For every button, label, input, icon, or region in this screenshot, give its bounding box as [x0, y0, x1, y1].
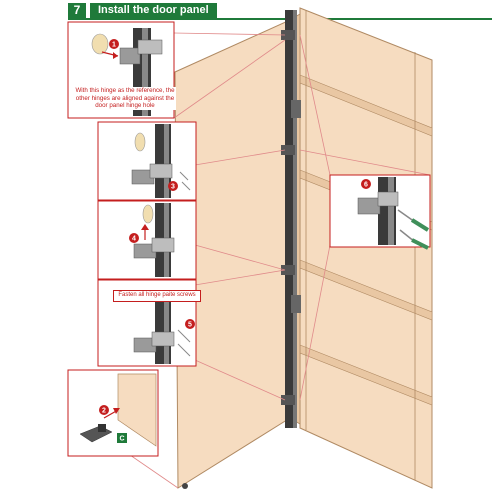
reference-hinge-note: With this hinge as the reference, the ot…: [74, 87, 176, 110]
hinge-rail: [281, 10, 301, 428]
callout-6: 6: [364, 182, 368, 189]
part-c-tag: [117, 433, 127, 443]
callout-5: 5: [188, 322, 192, 329]
detail-box-4: [97, 200, 197, 280]
cabinet-body: [299, 7, 433, 489]
callout-6-marker: [361, 179, 371, 189]
callout-5-marker: [185, 319, 195, 329]
step-title: Install the door panel: [90, 3, 217, 18]
callout-2-marker: [99, 405, 109, 415]
detail-box-3: [97, 121, 197, 201]
callout-4-marker: [129, 233, 139, 243]
callout-1: 1: [112, 42, 116, 49]
detail-box-2: [67, 369, 159, 457]
callout-3: 3: [171, 184, 175, 191]
callouts: [99, 39, 371, 443]
detail-box-6: [329, 174, 431, 250]
callout-3-marker: [168, 181, 178, 191]
callout-2: 2: [102, 408, 106, 415]
fasten-screws-note: Fasten all hinge paite screws: [113, 290, 201, 302]
callout-1-marker: [109, 39, 119, 49]
leader-lines: [129, 32, 431, 489]
part-c-label: C: [119, 436, 124, 443]
step-number: 7: [68, 3, 86, 18]
callout-4: 4: [132, 236, 136, 243]
